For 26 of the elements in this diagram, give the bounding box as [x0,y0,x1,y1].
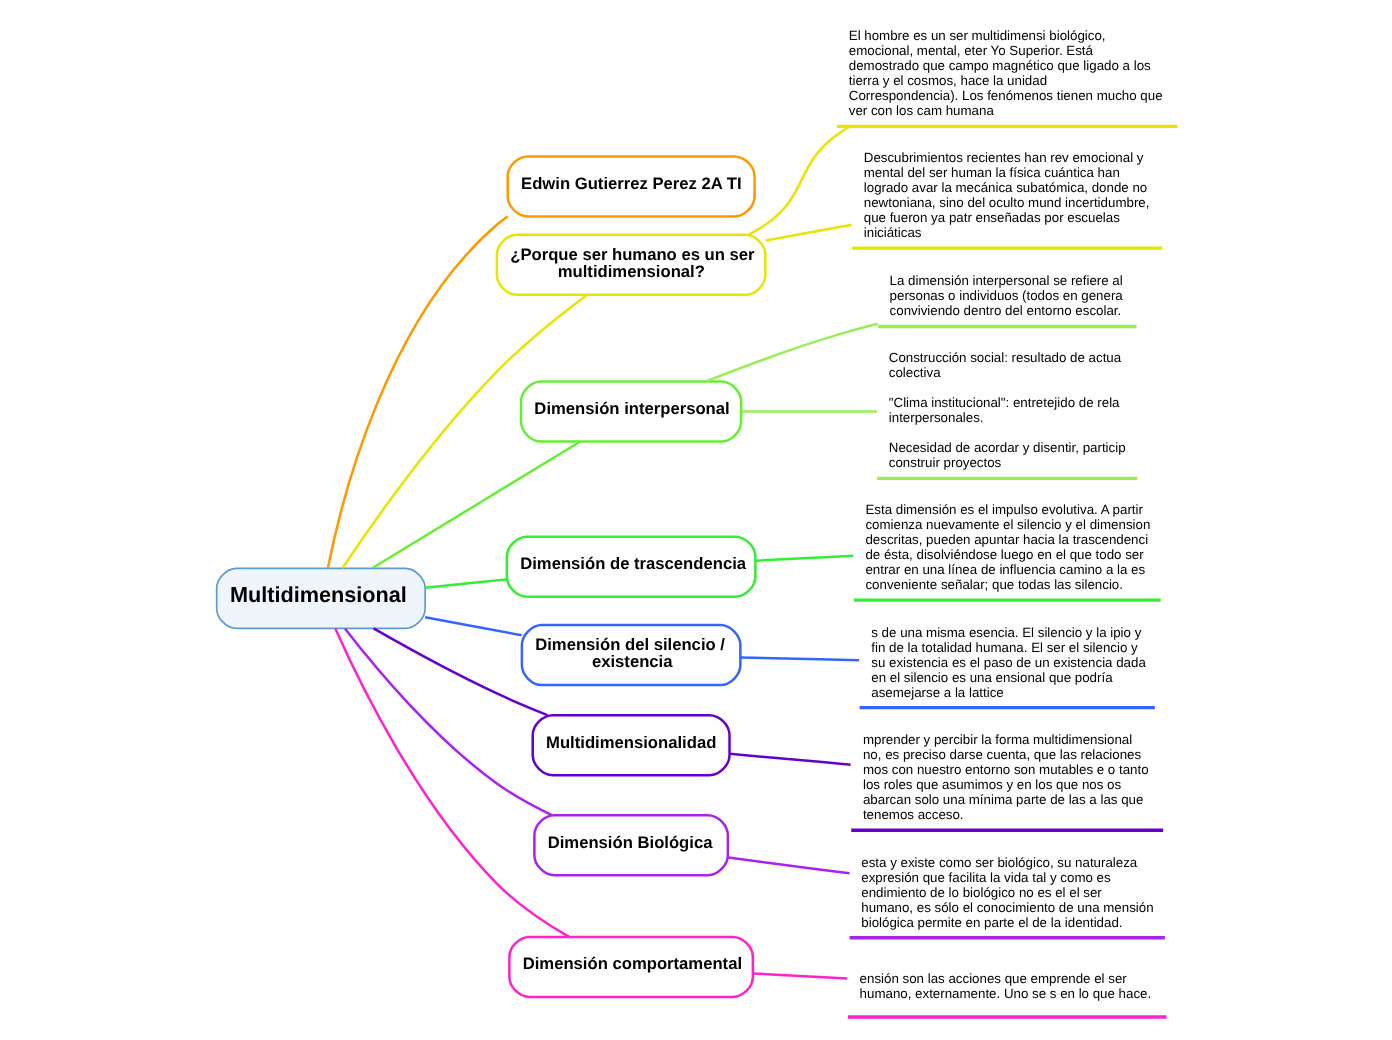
connector [764,223,851,242]
node-box: ¿Porque ser humano es un ser multidimensional? [494,233,766,297]
node-box: Dimensión Biológica [532,813,729,877]
node-box: Dimensión de trascendencia [504,535,756,598]
connector [423,616,521,637]
connector [739,656,859,662]
connector [740,410,876,413]
connector [746,125,850,236]
node-box: Multidimensional [214,567,425,630]
connector [333,628,569,938]
connector [704,322,877,383]
connector [371,627,547,717]
connector [370,440,580,570]
node-box: Dimensión del silencio / existencia [519,623,741,687]
connector [343,627,552,817]
node-box: Multidimensionalidad [530,713,730,777]
connector [728,752,850,766]
connector [754,554,853,562]
connector [752,972,847,980]
connector [727,856,849,875]
connector [424,578,506,590]
node-box: Dimensión interpersonal [518,380,742,443]
node-box: Dimensión comportamental [507,935,754,999]
node-box: Edwin Gutierrez Perez 2A TI [505,155,755,218]
connector [340,294,587,569]
connector [325,215,508,569]
